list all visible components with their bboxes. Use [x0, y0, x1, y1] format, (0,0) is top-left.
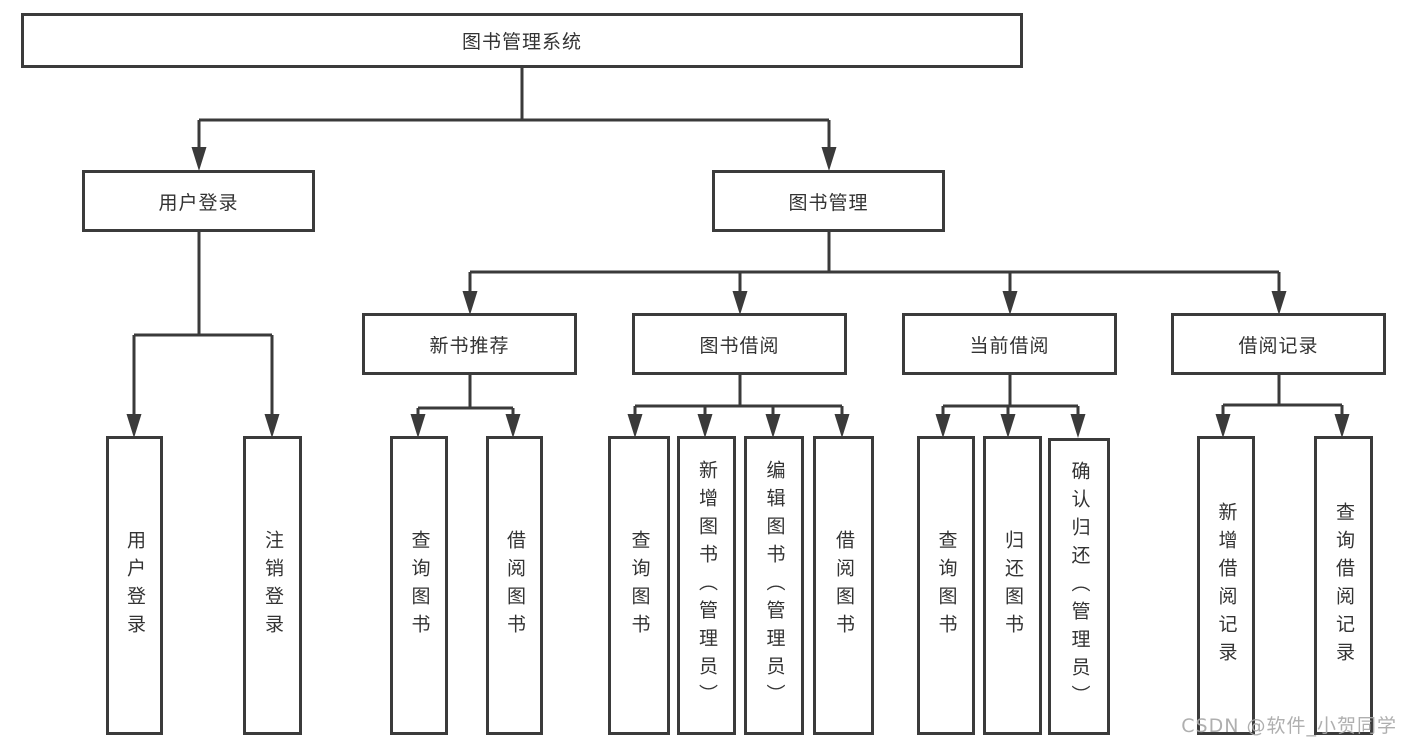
leaf-query-borrow-record: 查询借阅记录: [1314, 436, 1373, 735]
node-label: 借阅图书: [833, 529, 855, 642]
leaf-borrow-books-2: 借阅图书: [813, 436, 874, 735]
node-book-management: 图书管理: [712, 170, 945, 232]
node-label: 用户登录: [158, 191, 239, 214]
node-label: 查询借阅记录: [1333, 501, 1355, 670]
node-book-borrow: 图书借阅: [632, 313, 847, 375]
arrowhead: [264, 414, 280, 438]
node-label: 注销登录: [262, 529, 284, 642]
node-label: 查询图书: [628, 529, 651, 642]
leaf-user-login: 用户登录: [106, 436, 163, 735]
arrowhead: [1334, 414, 1350, 438]
arrowhead: [1070, 414, 1086, 438]
leaf-logout: 注销登录: [243, 436, 302, 735]
arrowhead: [462, 291, 478, 315]
arrowhead: [935, 414, 951, 438]
leaf-confirm-return-admin: 确认归还（管理员）: [1048, 438, 1110, 735]
arrowhead: [821, 147, 837, 171]
node-label: 借阅记录: [1238, 334, 1319, 357]
arrowhead: [410, 414, 426, 438]
node-label: 编辑图书（管理员）: [763, 459, 786, 712]
node-label: 图书管理: [788, 191, 869, 214]
arrowhead: [1271, 291, 1287, 315]
node-label: 查询图书: [935, 529, 958, 642]
node-label: 查询图书: [408, 529, 431, 642]
leaf-query-books-3: 查询图书: [917, 436, 975, 735]
arrowhead: [627, 414, 643, 438]
leaf-add-borrow-record: 新增借阅记录: [1197, 436, 1255, 735]
node-label: 新书推荐: [429, 334, 510, 357]
arrowhead: [697, 414, 713, 438]
node-label: 图书借阅: [699, 334, 780, 357]
node-label: 归还图书: [1002, 529, 1024, 642]
arrowhead: [834, 414, 850, 438]
node-user-login: 用户登录: [82, 170, 315, 232]
arrowhead: [1215, 414, 1231, 438]
leaf-edit-books-admin: 编辑图书（管理员）: [744, 436, 804, 735]
csdn-watermark: CSDN @软件_小贺同学: [1181, 715, 1397, 737]
arrowhead: [1000, 414, 1016, 438]
node-label: 图书管理系统: [461, 31, 582, 53]
leaf-query-books-1: 查询图书: [390, 436, 448, 735]
node-label: 当前借阅: [969, 334, 1050, 357]
node-borrow-records: 借阅记录: [1171, 313, 1386, 375]
leaf-add-books-admin: 新增图书（管理员）: [677, 436, 736, 735]
node-label: 确认归还（管理员）: [1068, 460, 1091, 713]
arrowhead: [191, 147, 207, 171]
node-label: 用户登录: [124, 529, 146, 642]
arrowhead: [505, 414, 521, 438]
leaf-query-books-2: 查询图书: [608, 436, 670, 735]
node-label: 新增借阅记录: [1215, 501, 1238, 670]
node-library-management-system: 图书管理系统: [21, 13, 1023, 68]
arrowhead: [765, 414, 781, 438]
node-label: 借阅图书: [504, 529, 526, 642]
leaf-borrow-books-1: 借阅图书: [486, 436, 543, 735]
node-label: 新增图书（管理员）: [696, 459, 718, 712]
arrowhead: [732, 291, 748, 315]
leaf-return-books: 归还图书: [983, 436, 1042, 735]
node-current-borrow: 当前借阅: [902, 313, 1117, 375]
arrowhead: [1002, 291, 1018, 315]
node-new-book-recommend: 新书推荐: [362, 313, 577, 375]
arrowhead: [126, 414, 142, 438]
